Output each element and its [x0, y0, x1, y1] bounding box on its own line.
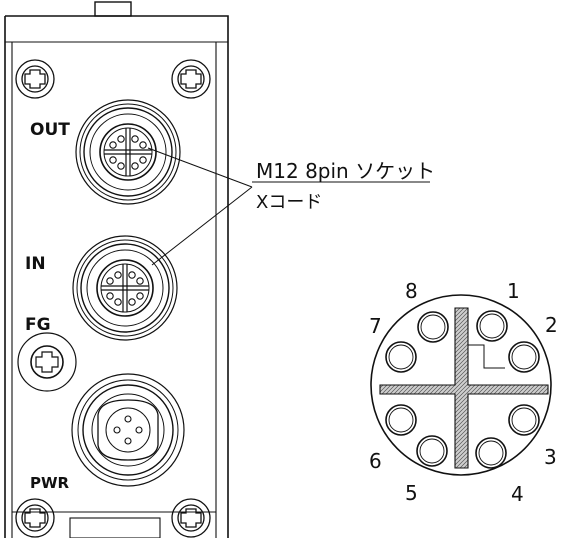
callout-coding: Xコード [256, 192, 322, 213]
in-connector [72, 235, 178, 341]
callout-leaders [147, 147, 430, 266]
pinout-outer-ring [370, 294, 552, 476]
pin-number-4: 4 [511, 482, 524, 506]
out-label: OUT [30, 120, 70, 140]
fg-label: FG [25, 315, 51, 335]
pin-number-6: 6 [369, 449, 382, 473]
contact-3 [508, 404, 540, 436]
pin-number-5: 5 [405, 481, 418, 505]
contact-7 [385, 341, 417, 373]
pin-number-1: 1 [507, 279, 520, 303]
x-code-cross [379, 307, 549, 469]
screw-bottom-right [171, 498, 211, 538]
callout-connector-type: M12 8pin ソケット [256, 159, 435, 183]
contact-5 [416, 435, 448, 467]
top-stub [94, 1, 132, 17]
screw-bottom-left [15, 498, 55, 538]
body-outline [4, 15, 229, 538]
pin-number-3: 3 [544, 445, 557, 469]
out-connector [75, 99, 181, 205]
pwr-connector [71, 373, 185, 487]
screw-top-right [171, 59, 211, 99]
pinout-diagram: 1 2 3 4 5 6 7 8 [369, 279, 558, 506]
device-body [4, 1, 229, 538]
contact-2 [508, 341, 540, 373]
pwr-label: PWR [30, 474, 70, 492]
contact-6 [385, 404, 417, 436]
fg-terminal-icon [17, 332, 77, 392]
bottom-slot [69, 517, 161, 538]
contact-8 [417, 311, 449, 343]
screw-top-left [15, 59, 55, 99]
contact-4 [475, 437, 507, 469]
pin-number-8: 8 [405, 279, 418, 303]
pin-number-2: 2 [545, 313, 558, 337]
contact-1 [476, 310, 508, 342]
pin-number-7: 7 [369, 314, 382, 338]
key-notch [468, 344, 505, 369]
in-label: IN [25, 254, 46, 274]
